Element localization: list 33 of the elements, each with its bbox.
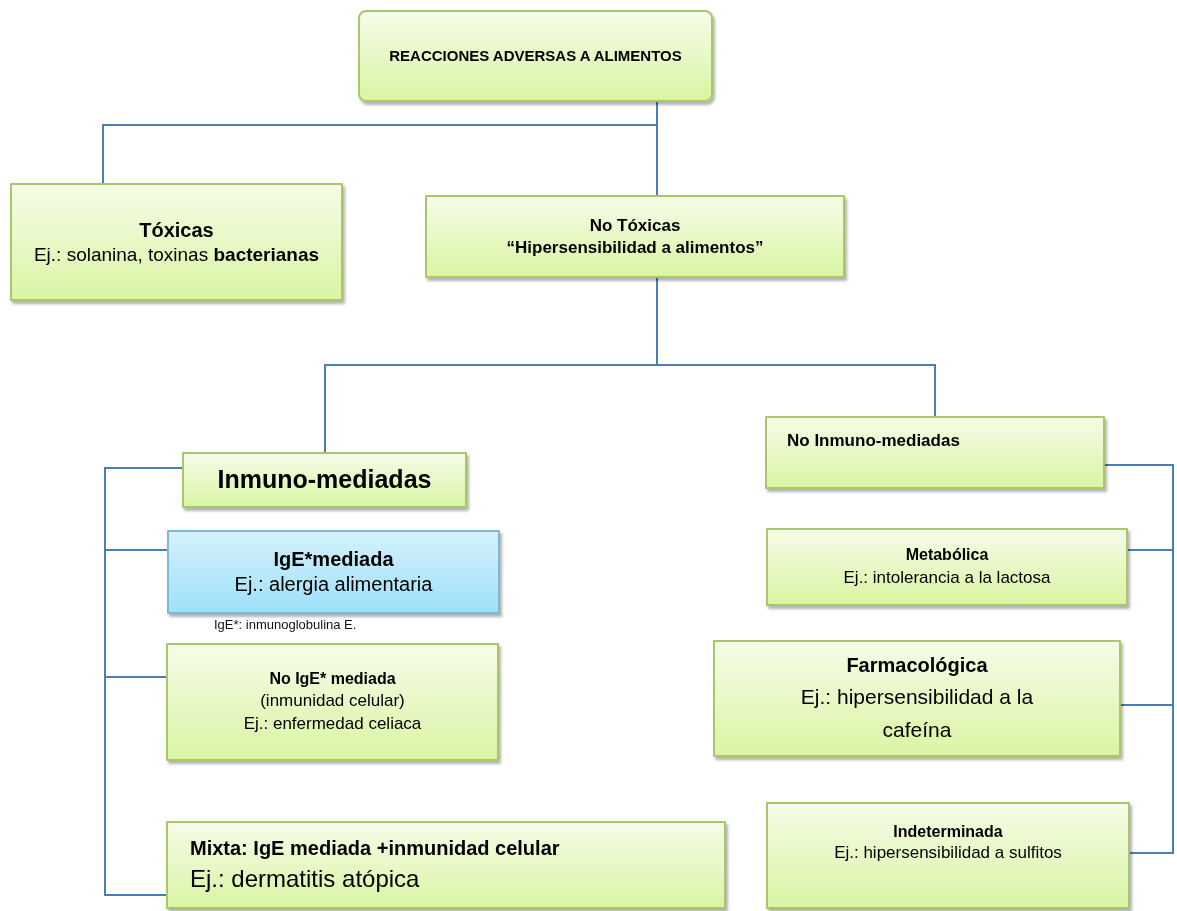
highlighted-category-box — [167, 530, 500, 614]
category-text: Ej.: enfermedad celiaca — [243, 712, 422, 735]
root-box — [358, 10, 713, 102]
category-title: Inmuno-mediadas — [217, 464, 432, 496]
category-title: IgE*mediada — [273, 547, 394, 572]
category-text: Ej.: hipersensibilidad a sulfitos — [834, 842, 1062, 864]
category-box — [765, 416, 1105, 489]
category-title: REACCIONES ADVERSAS A ALIMENTOS — [389, 46, 682, 66]
category-box — [10, 183, 343, 301]
category-box — [182, 452, 467, 508]
footnote: IgE*: inmunoglobulina E. — [214, 617, 357, 632]
category-title: Metabólica — [905, 544, 989, 565]
category-title: Farmacológica — [846, 653, 988, 679]
category-box — [166, 643, 499, 761]
category-title: No Tóxicas — [589, 215, 681, 237]
category-text: “Hipersensibilidad a alimentos” — [506, 236, 764, 258]
category-box — [766, 528, 1128, 606]
category-title: Tóxicas — [139, 217, 214, 243]
category-text: (inmunidad celular) — [260, 689, 405, 712]
connector-line — [656, 101, 658, 196]
category-title: Indeterminada — [893, 822, 1003, 842]
category-text: Ej.: intolerancia a la lactosa — [843, 567, 1051, 590]
category-title: Mixta: IgE mediada +inmunidad celular — [190, 836, 560, 862]
category-title: No IgE* mediada — [269, 669, 396, 690]
category-text: Ej.: dermatitis atópica — [190, 864, 420, 895]
category-box — [166, 821, 726, 909]
category-text: Ej.: solanina, toxinas bacterianas — [33, 242, 320, 267]
category-title: No Inmuno-mediadas — [787, 430, 960, 452]
category-text: Ej.: hipersensibilidad a la cafeína — [799, 684, 1035, 743]
category-box — [713, 640, 1121, 757]
category-box — [766, 802, 1130, 909]
category-box — [425, 195, 845, 278]
category-text: Ej.: alergia alimentaria — [234, 572, 433, 597]
